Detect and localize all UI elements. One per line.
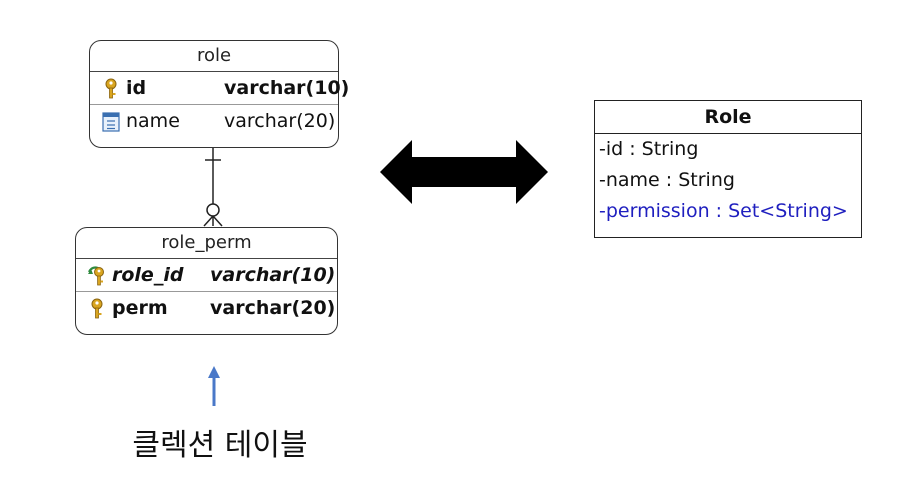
- entity-role: role id varchar(10) name varchar(20): [89, 40, 349, 148]
- column-type: varchar(10): [210, 264, 336, 286]
- caption-label: 클렉션 테이블: [132, 428, 308, 463]
- double-arrow-icon: [380, 140, 548, 204]
- column-type: varchar(20): [224, 110, 336, 132]
- up-arrow-icon: [208, 366, 220, 378]
- column-name: perm: [112, 297, 168, 319]
- column-type: varchar(20): [210, 297, 336, 319]
- entity-title: role: [90, 41, 338, 72]
- class-attribute: -id : String: [599, 138, 699, 160]
- column-section: name varchar(20): [90, 104, 338, 137]
- class-attribute-highlighted: -permission : Set<String>: [599, 200, 848, 222]
- crow-foot-left: [203, 215, 214, 227]
- entity-role-perm: role_perm role_id varchar(10) perm varch: [75, 227, 338, 335]
- primary-key-icon: [105, 78, 117, 99]
- column-name: id: [126, 77, 147, 99]
- pk-section: id varchar(10): [90, 72, 349, 104]
- column-icon: [102, 112, 120, 132]
- column-type: varchar(10): [224, 77, 350, 99]
- table-row: perm varchar(20): [76, 291, 337, 324]
- primary-key-icon: [91, 298, 103, 319]
- zero-circle-marker: [206, 203, 220, 217]
- table-row: name varchar(20): [90, 105, 338, 137]
- table-row: id varchar(10): [90, 72, 349, 104]
- column-name: role_id: [112, 264, 184, 286]
- class-attribute: -name : String: [599, 169, 735, 191]
- pk-section: role_id varchar(10) perm varchar(20): [76, 259, 337, 324]
- table-row: role_id varchar(10): [76, 259, 337, 291]
- uml-class-role: Role -id : String -name : String -permis…: [594, 100, 862, 238]
- crow-foot-right: [212, 215, 223, 227]
- column-name: name: [126, 110, 180, 132]
- class-title: Role: [595, 101, 861, 134]
- foreign-primary-key-icon: [88, 266, 104, 286]
- entity-title: role_perm: [76, 228, 337, 259]
